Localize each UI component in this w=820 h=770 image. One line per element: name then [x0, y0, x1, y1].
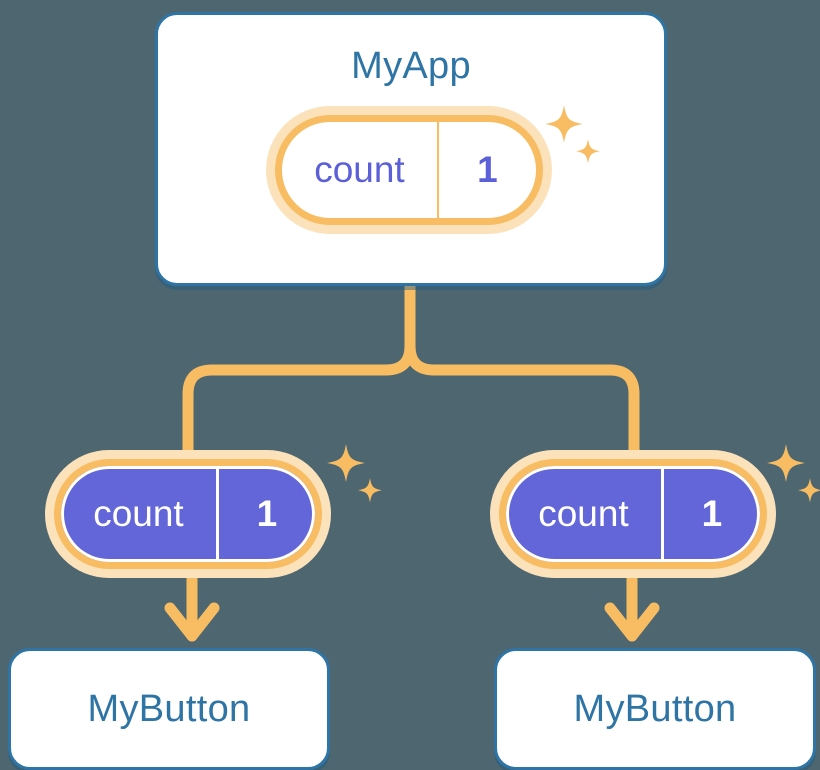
sparkle-four-point-small-icon: [798, 478, 820, 503]
arrow-down-icon-left: [164, 566, 220, 642]
sparkle-group-branch-left: [327, 444, 382, 503]
page-title: MyApp: [351, 45, 471, 87]
arrow-down-icon-right: [604, 566, 660, 642]
sparkle-four-point-small-icon: [358, 478, 382, 503]
state-pill-value: 1: [660, 466, 760, 562]
state-pill-branch-left[interactable]: count 1: [45, 450, 331, 578]
state-pill-body: count 1: [275, 115, 543, 225]
state-pill-value: 1: [215, 466, 315, 562]
state-pill-body: count 1: [499, 459, 767, 569]
state-pill-body: count 1: [54, 459, 322, 569]
sparkle-four-point-icon: [327, 444, 365, 482]
component-card-title: MyButton: [87, 687, 251, 730]
state-pill-myapp[interactable]: count 1: [266, 106, 552, 234]
state-pill-branch-right[interactable]: count 1: [490, 450, 776, 578]
component-card-title: MyButton: [573, 687, 737, 730]
state-pill-key: count: [93, 493, 184, 534]
state-pill-key: count: [314, 149, 405, 190]
branch-connector-icon-right: [404, 340, 640, 468]
component-card-mybutton-right[interactable]: MyButton: [494, 648, 816, 770]
sparkle-four-point-icon: [767, 444, 805, 482]
state-pill-value: 1: [436, 122, 536, 218]
state-pill-key: count: [538, 493, 629, 534]
branch-connector-icon: [182, 280, 416, 468]
component-card-mybutton-left[interactable]: MyButton: [8, 648, 330, 770]
